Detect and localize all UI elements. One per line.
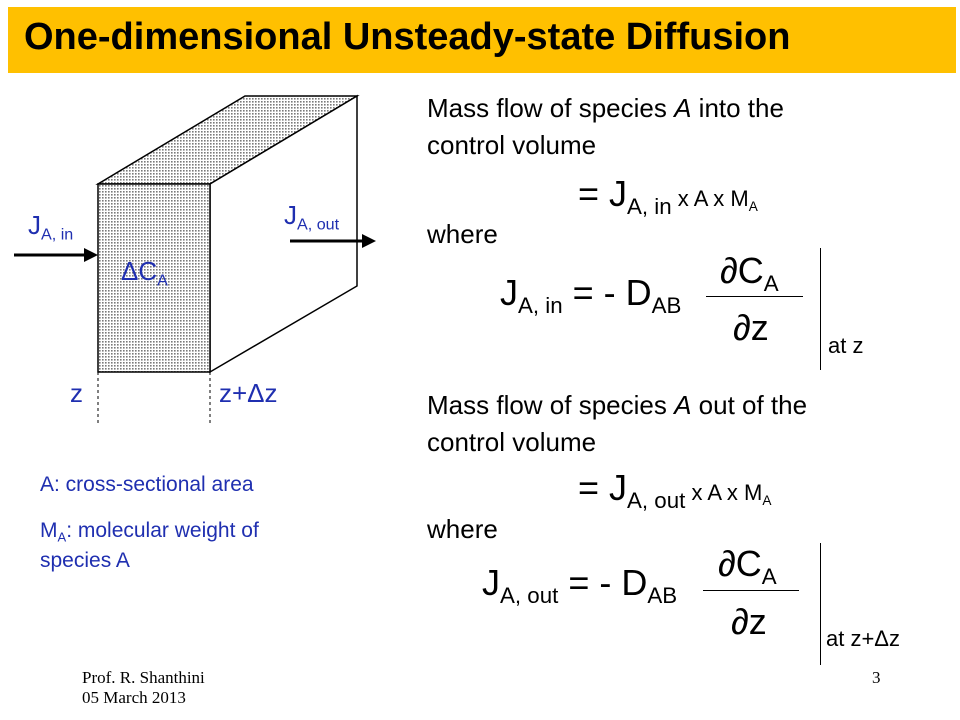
molecular-weight-note: MA: molecular weight of [40,519,259,545]
slide-title: One-dimensional Unsteady-state Diffusion [24,16,791,58]
inflow-evaluation-bar [820,248,821,370]
inflow-arrow-head [84,248,98,262]
inflow-evaluation-point: at z [828,333,864,358]
outflow-evaluation-point: at z+Δz [826,626,901,651]
outflow-description-line2: control volume [427,427,597,457]
outflow-where: where [427,514,498,544]
outflow-flux-equation: JA, out = - DAB [482,562,678,608]
outflow-derivative-denominator: ∂z [731,601,767,642]
inflow-equation: = JA, in x A x MA [578,173,758,219]
outflow-fraction-line [703,590,799,591]
control-volume-diagram [14,94,376,425]
inflow-where: where [427,219,498,249]
j-out-label: JA, out [284,200,340,234]
footer-author: Prof. R. Shanthini [82,668,205,687]
title-bar [8,7,956,73]
outflow-description: Mass flow of species A out of the [427,390,808,420]
inflow-description-line2: control volume [427,130,597,160]
outflow-evaluation-bar [820,543,821,665]
area-note: A: cross-sectional area [40,473,254,496]
footer-date: 05 March 2013 [82,688,186,707]
slide-number: 3 [872,668,881,687]
molecular-weight-note-line2: species A [40,549,130,572]
inflow-flux-equation: JA, in = - DAB [500,272,682,318]
outflow-arrow-head [362,234,376,248]
inflow-description: Mass flow of species A into the [427,93,784,123]
outflow-derivative-numerator: ∂CA [718,543,777,589]
inflow-fraction-line [706,296,803,297]
z-label: z [70,378,83,408]
inflow-derivative-numerator: ∂CA [720,250,779,296]
inflow-derivative-denominator: ∂z [733,307,769,348]
j-in-label: JA, in [28,210,74,244]
outflow-equation: = JA, out x A x MA [578,467,772,513]
z-plus-dz-label: z+Δz [219,378,278,408]
box-front-face [97,183,211,373]
delta-c-label: ΔCA [121,256,168,290]
